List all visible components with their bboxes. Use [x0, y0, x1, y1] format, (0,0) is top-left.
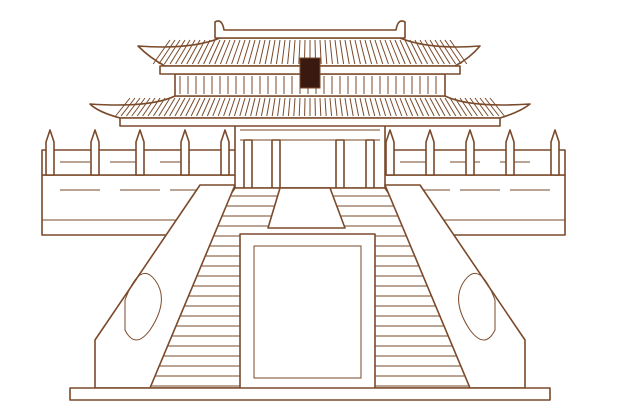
staircase [69, 184, 551, 401]
baluster-post [505, 129, 515, 176]
baluster-post [425, 129, 435, 176]
baluster-post [220, 129, 230, 176]
baluster-post [135, 129, 145, 176]
lower-roof [89, 95, 531, 127]
baluster-post [385, 129, 395, 176]
baluster-post [45, 129, 55, 176]
hall [234, 117, 386, 189]
top-roof [137, 20, 481, 89]
baluster-post [180, 129, 190, 176]
baluster-post [465, 129, 475, 176]
baluster-post [550, 129, 560, 176]
plaque [299, 57, 321, 89]
baluster-post [90, 129, 100, 176]
